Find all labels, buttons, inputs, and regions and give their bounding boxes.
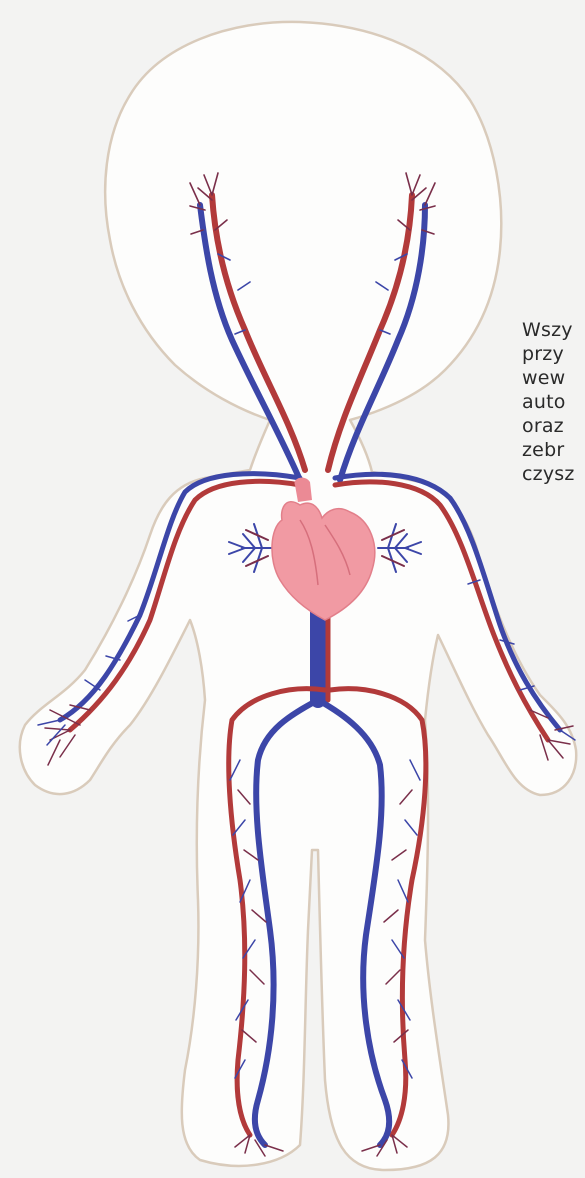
text-line: oraz	[522, 414, 585, 438]
text-line: wew	[522, 366, 585, 390]
text-line: czysz	[522, 462, 585, 486]
description-text: Wszy przy wew auto oraz zebr czysz	[522, 318, 585, 486]
text-line: Wszy	[522, 318, 585, 342]
text-line: zebr	[522, 438, 585, 462]
text-line: auto	[522, 390, 585, 414]
text-line: przy	[522, 342, 585, 366]
